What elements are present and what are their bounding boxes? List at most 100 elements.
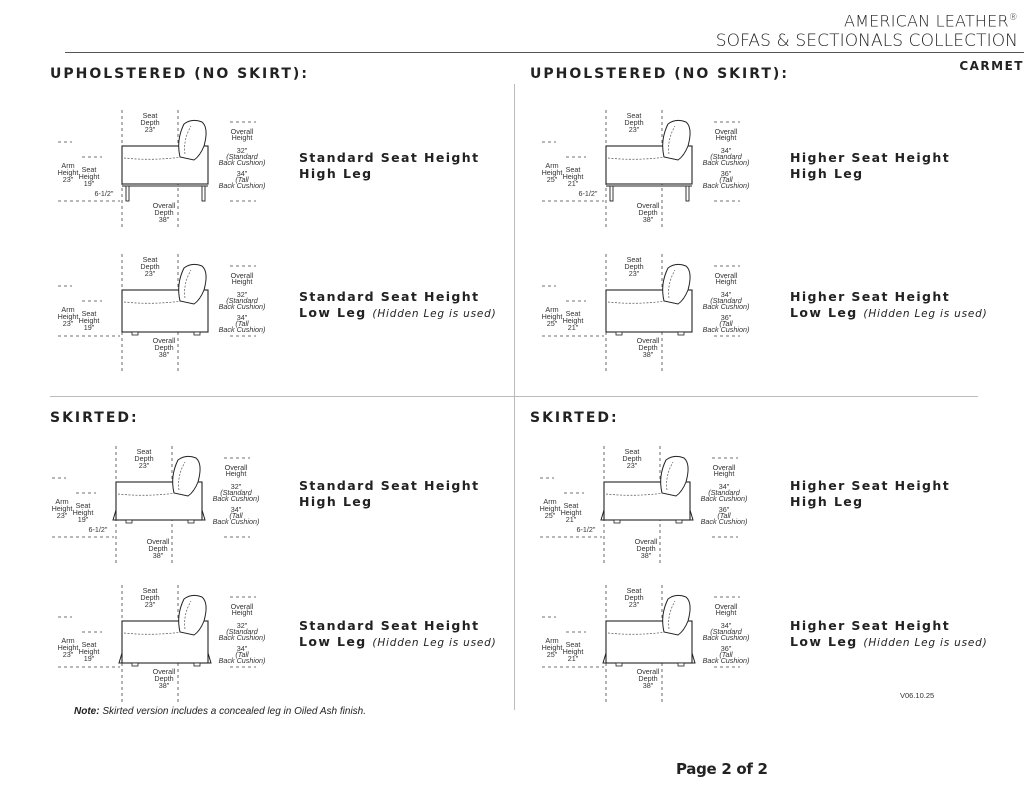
- seat-height-label: Height: [79, 172, 100, 181]
- spec-seat-label: Standard Seat Height: [299, 289, 480, 304]
- seat-cushion: [607, 631, 667, 635]
- leg-height-value: 6-1/2": [95, 189, 114, 198]
- back-leg: [677, 331, 685, 336]
- cushion-label: Back Cushion): [219, 325, 266, 334]
- seat-height-value: 19": [84, 654, 95, 663]
- tall-cushion-label: (Tall: [235, 175, 249, 184]
- spec-leg-label: High Leg: [299, 166, 373, 181]
- overall-depth-label: Depth: [154, 674, 173, 683]
- overall-depth-value: 38": [643, 681, 654, 690]
- overall-height-label: Overall: [715, 602, 738, 611]
- arm-height-label: Height: [52, 504, 73, 513]
- overall-height-label: Overall: [231, 127, 254, 136]
- sofa-profile-drawing: SeatDepth23"ArmHeight23"SeatHeight19"6-1…: [58, 110, 266, 228]
- seat-depth-label: Seat: [627, 111, 642, 120]
- cushion-label: Back Cushion): [703, 302, 750, 311]
- standard-height-value: 34": [721, 290, 732, 299]
- overall-depth-label: Overall: [147, 537, 170, 546]
- overall-depth-label: Overall: [153, 336, 176, 345]
- tall-cushion-label: (Tall: [229, 511, 243, 520]
- tall-height-value: 34": [231, 505, 242, 514]
- skirt-hem: [602, 652, 696, 664]
- arm-height-label: Arm: [543, 497, 556, 506]
- spec-higher-low-skirted: Higher Seat Height Low Leg (Hidden Leg i…: [790, 618, 988, 651]
- header-rule: [65, 52, 1024, 53]
- arm-height-value: 23": [63, 175, 74, 184]
- seat-depth-label: Depth: [134, 454, 153, 463]
- arm-height-label: Arm: [545, 161, 558, 170]
- front-leg: [131, 331, 139, 336]
- arm-height-value: 25": [545, 511, 556, 520]
- back-cushion: [660, 455, 689, 497]
- spec-leg-label: High Leg: [790, 494, 864, 509]
- leg-height-value: 6-1/2": [89, 525, 108, 534]
- tall-cushion-label: (Tall: [235, 319, 249, 328]
- overall-height-label: Overall: [715, 127, 738, 136]
- cushion-label: Back Cushion): [213, 517, 260, 526]
- seat-depth-value: 23": [627, 461, 638, 470]
- arm-height-value: 23": [63, 650, 74, 659]
- seat-cushion: [605, 492, 665, 496]
- standard-cushion-label: (Standard: [226, 152, 259, 161]
- cushion-label: Back Cushion): [219, 158, 266, 167]
- arm-height-label: Height: [58, 168, 79, 177]
- seat-depth-label: Seat: [143, 255, 158, 264]
- arm-height-label: Arm: [545, 636, 558, 645]
- arm-height-label: Height: [58, 643, 79, 652]
- arm-height-label: Height: [542, 312, 563, 321]
- seat-height-value: 19": [78, 515, 89, 524]
- overall-depth-label: Depth: [636, 544, 655, 553]
- seat-height-value: 21": [568, 179, 579, 188]
- seat-height-label: Height: [561, 508, 582, 517]
- overall-depth-label: Depth: [154, 208, 173, 217]
- arm-height-label: Arm: [61, 161, 74, 170]
- section-title-upholstered-right: UPHOLSTERED (NO SKIRT):: [530, 66, 789, 82]
- back-cushion-seam: [184, 269, 192, 299]
- sofa-profile-drawing: SeatDepth23"ArmHeight25"SeatHeight21"Ove…: [542, 254, 750, 372]
- seat-cushion: [117, 492, 177, 496]
- back-cushion: [662, 594, 691, 636]
- cushion-label: Back Cushion): [219, 656, 266, 665]
- hidden-leg-note: (Hidden Leg is used): [372, 308, 497, 320]
- overall-depth-value: 38": [153, 551, 164, 560]
- back-leg: [685, 185, 690, 202]
- sofa-profile-drawing: SeatDepth23"ArmHeight25"SeatHeight21"6-1…: [542, 110, 749, 228]
- hidden-leg-note: (Hidden Leg is used): [863, 637, 988, 649]
- brand-header: AMERICAN LEATHER® SOFAS & SECTIONALS COL…: [716, 8, 1018, 51]
- hidden-leg-note: (Hidden Leg is used): [372, 637, 497, 649]
- overall-depth-label: Overall: [153, 201, 176, 210]
- overall-height-label: Height: [232, 277, 253, 286]
- front-leg: [125, 519, 133, 524]
- back-leg: [677, 662, 685, 667]
- seat-height-label: Height: [563, 647, 584, 656]
- back-cushion-seam: [178, 461, 186, 491]
- seat-height-value: 21": [568, 323, 579, 332]
- seat-depth-label: Depth: [140, 262, 159, 271]
- spec-std-low-upholstered: Standard Seat Height Low Leg (Hidden Leg…: [299, 289, 497, 322]
- front-leg: [131, 662, 139, 667]
- arm-height-value: 23": [63, 319, 74, 328]
- back-cushion-seam: [668, 125, 676, 155]
- standard-cushion-label: (Standard: [226, 627, 259, 636]
- arm-height-label: Arm: [61, 636, 74, 645]
- seat-height-label: Height: [79, 647, 100, 656]
- seat-cushion: [123, 156, 183, 160]
- seat-height-label: Height: [563, 316, 584, 325]
- arm-height-label: Height: [58, 312, 79, 321]
- footnote-label: Note:: [74, 706, 100, 717]
- seat-depth-label: Seat: [137, 447, 152, 456]
- standard-height-value: 32": [231, 482, 242, 491]
- section-title-skirted-right: SKIRTED:: [530, 410, 619, 426]
- seat-height-label: Height: [563, 172, 584, 181]
- overall-height-label: Overall: [225, 463, 248, 472]
- spec-leg-label: Low Leg: [790, 634, 858, 649]
- cushion-label: Back Cushion): [213, 494, 260, 503]
- collection-name: SOFAS & SECTIONALS COLLECTION: [715, 31, 1018, 52]
- leg-height-value: 6-1/2": [577, 525, 596, 534]
- cushion-label: Back Cushion): [703, 656, 750, 665]
- spec-seat-label: Standard Seat Height: [299, 478, 480, 493]
- standard-cushion-label: (Standard: [710, 152, 743, 161]
- leg-height-value: 6-1/2": [579, 189, 598, 198]
